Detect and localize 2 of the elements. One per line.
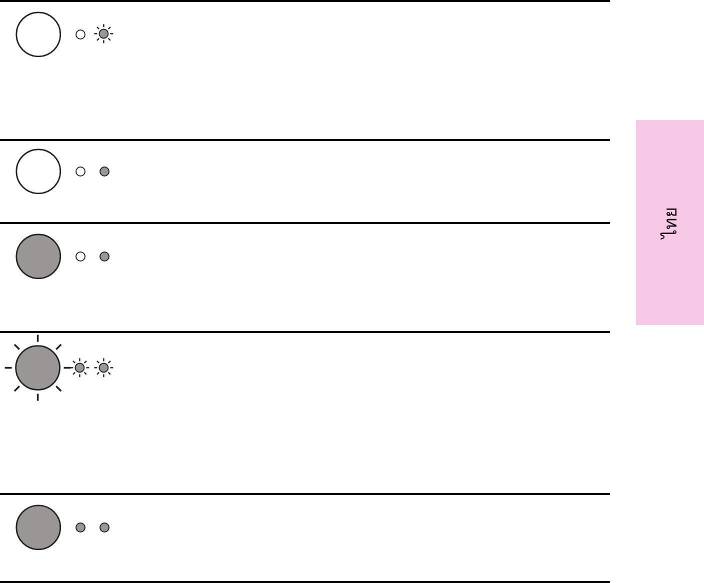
- side-tab: [636, 120, 704, 325]
- tab-label: ไทย: [659, 206, 682, 238]
